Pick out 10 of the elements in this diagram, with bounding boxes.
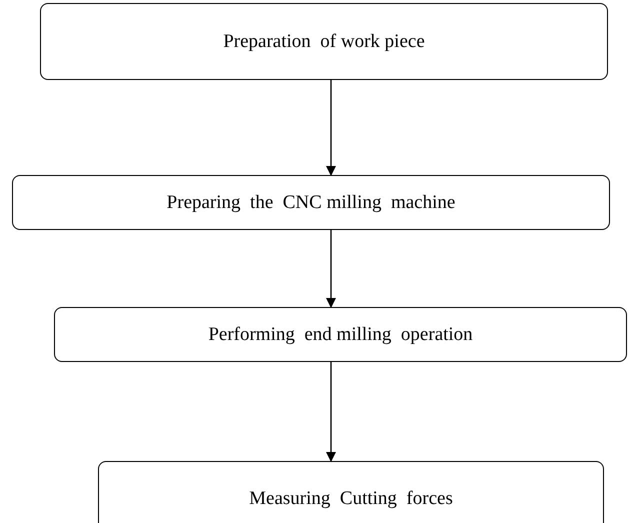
- step-label: Measuring Cutting forces: [249, 488, 453, 510]
- step-label: Preparation of work piece: [223, 30, 425, 52]
- arrow: [326, 80, 336, 176]
- step-label: Performing end milling operation: [208, 324, 473, 346]
- process-box: [54, 307, 627, 362]
- process-box: [40, 3, 608, 80]
- arrow: [326, 362, 336, 462]
- step-label: Preparing the CNC milling machine: [166, 192, 456, 214]
- process-box: [12, 175, 610, 230]
- arrow: [326, 230, 336, 308]
